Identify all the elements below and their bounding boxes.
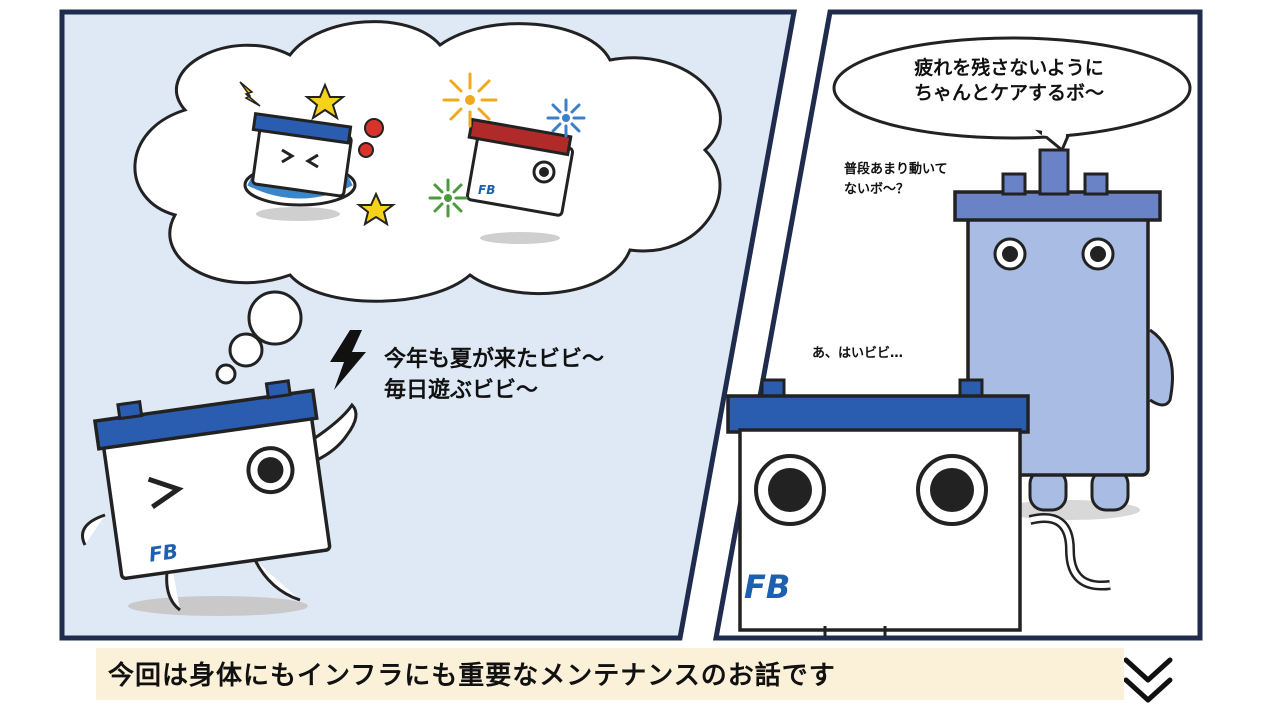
caption-text: 今回は身体にもインフラにも重要なメンテナンスのお話です [108, 661, 836, 691]
side-remark-line: 普段あまり動いて [844, 162, 948, 177]
side-remark-line: ないボ～？ [844, 182, 910, 198]
speech-line: 毎日遊ぶビビ～ [384, 377, 539, 403]
mini-battery-festival: FB [465, 117, 575, 244]
reply-text: あ、はいビビ… [812, 346, 904, 361]
scroll-down-chevron-icon [1123, 657, 1173, 703]
side-remark: 普段あまり動いて ないボ～？ [844, 160, 948, 200]
thought-cloud [133, 20, 722, 385]
speech-line: 今年も夏が来たビビ～ [384, 347, 605, 372]
bubble-text: 疲れを残さないように ちゃんとケアするボ～ [868, 56, 1150, 105]
caption-bar [96, 648, 1124, 700]
speech-bubble [832, 36, 1192, 153]
star-icon [356, 191, 396, 227]
left-speech-text: 今年も夏が来たビビ～ 毎日遊ぶビビ～ [384, 346, 604, 407]
lightning-icon [239, 81, 261, 107]
bubble-line: 疲れを残さないように [914, 57, 1104, 79]
bubble-line: ちゃんとケアするボ～ [913, 81, 1104, 104]
battery-character-left: FB [81, 379, 358, 616]
battery-character-front: FB [726, 378, 1111, 636]
star-icon [304, 82, 346, 121]
mini-battery-swim [243, 111, 384, 221]
svg-text:FB: FB [147, 539, 179, 567]
svg-text:FB: FB [478, 183, 495, 197]
svg-text:FB: FB [744, 568, 790, 606]
lightning-icon [330, 330, 366, 390]
firework-icon [428, 72, 586, 218]
